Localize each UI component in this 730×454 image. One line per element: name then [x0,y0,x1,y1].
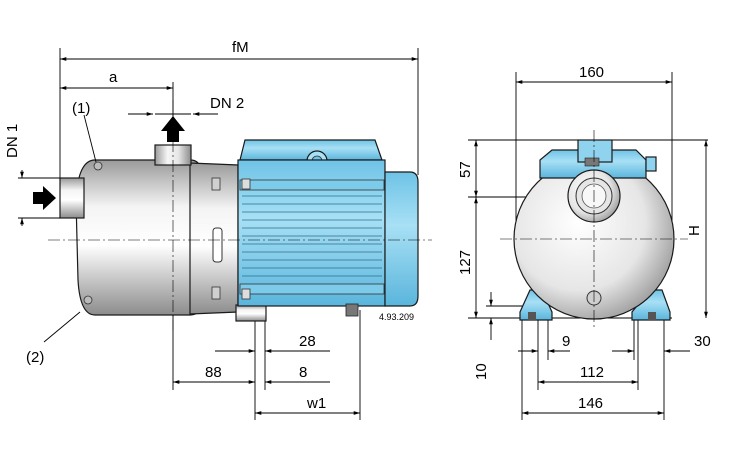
callout-1: (1) [72,100,90,117]
inlet-dn1 [33,161,103,305]
dim-30: 30 [694,333,711,350]
dim-8: 8 [299,364,307,381]
dim-10: 10 [473,363,490,380]
inlet-arrow-icon [33,186,56,210]
dim-fm: fM [232,39,249,56]
dim-dn1: DN 1 [4,124,21,158]
side-view: fM a DN 2 DN 1 (1) (2) 28 88 8 w1 4.93.2… [4,39,432,420]
dim-h: H [686,225,703,236]
dim-57: 57 [457,161,474,178]
drawing-ref: 4.93.209 [379,312,414,322]
dim-112: 112 [580,364,604,381]
pump-foot-right [631,289,671,321]
front-view: 160 57 127 H 10 9 30 112 146 [457,64,711,420]
pump-casing [75,159,267,322]
dim-88: 88 [205,364,222,381]
dim-146: 146 [578,395,603,412]
dim-127: 127 [457,250,474,275]
dim-w1: w1 [306,395,326,412]
dim-160: 160 [579,64,604,81]
dim-28: 28 [299,333,316,350]
dim-9: 9 [562,333,570,350]
dim-a: a [109,69,118,86]
callout-2: (2) [26,349,44,366]
dim-dn2: DN 2 [210,95,244,112]
motor [237,139,419,317]
